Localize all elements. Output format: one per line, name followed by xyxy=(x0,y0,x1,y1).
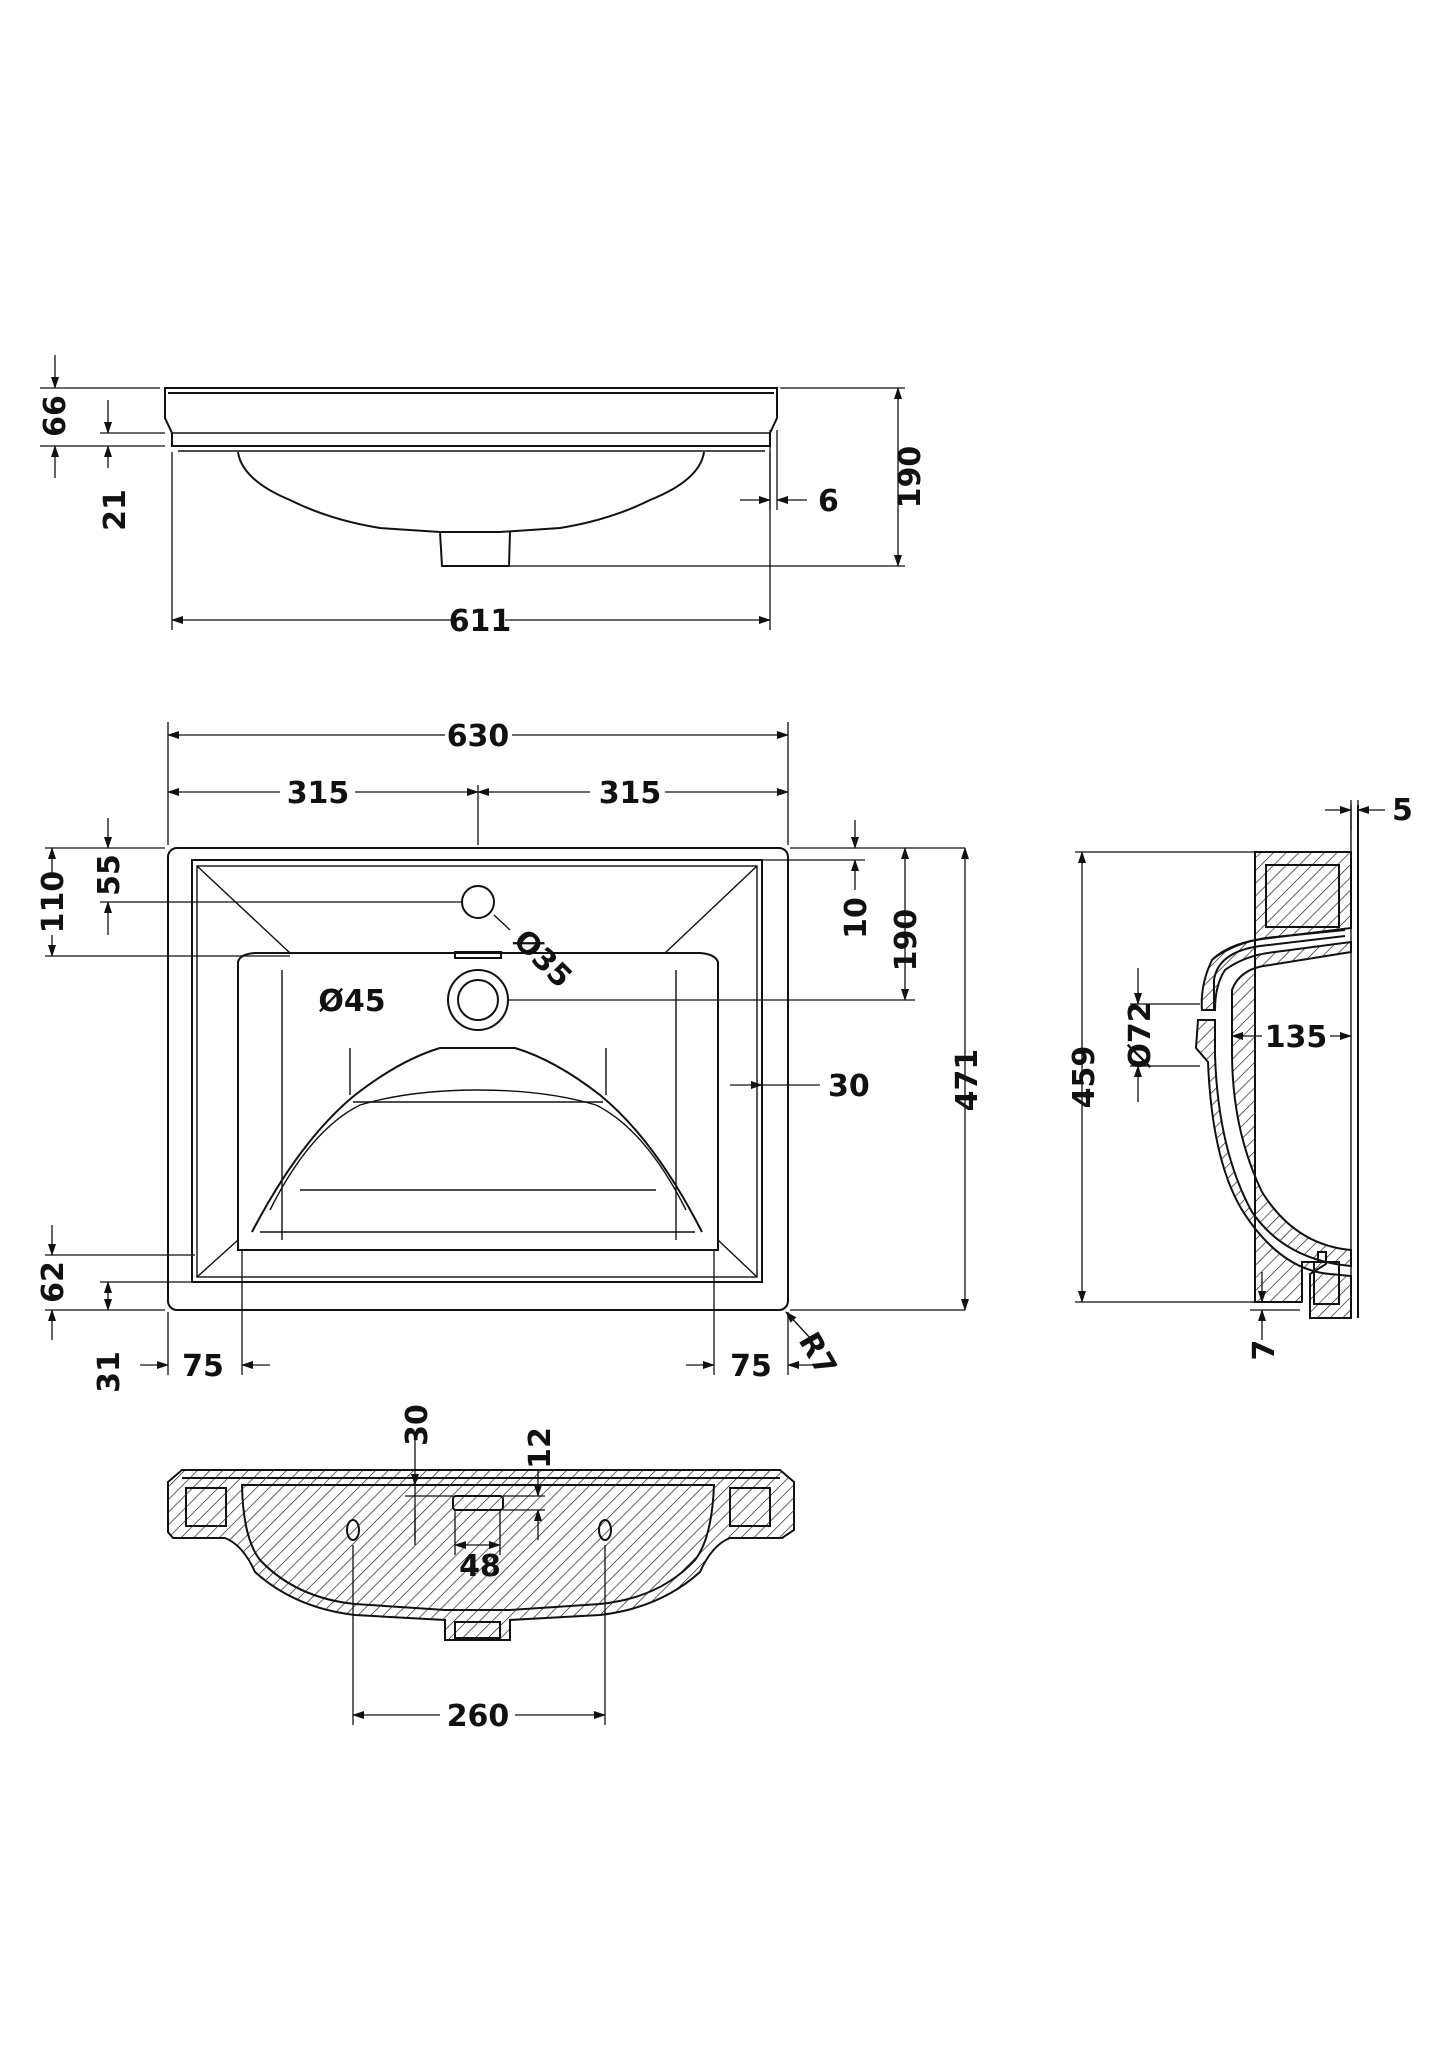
dim-630-label: 630 xyxy=(447,719,510,754)
dim-10-label: 10 xyxy=(839,897,874,939)
dim-459-label: 459 xyxy=(1067,1046,1102,1109)
dim-30-label: 30 xyxy=(828,1069,870,1104)
front-dimension-lines xyxy=(40,355,905,630)
dim-12-label: 12 xyxy=(523,1427,558,1469)
dim-62-label: 62 xyxy=(36,1261,71,1303)
side-dimension-lines xyxy=(1075,800,1385,1340)
dim-315-right-label: 315 xyxy=(599,776,662,811)
cross-section-dimension-lines xyxy=(352,1440,606,1725)
dim-48-label: 48 xyxy=(459,1549,501,1584)
dim-dia35-label: Ø35 xyxy=(506,923,578,995)
dim-135-label: 135 xyxy=(1265,1020,1328,1055)
dim-75-left-label: 75 xyxy=(182,1349,224,1384)
dim-dia72-label: Ø72 xyxy=(1123,1001,1158,1068)
side-section-outline xyxy=(1194,805,1359,1319)
front-elevation-view: 66 21 190 6 611 xyxy=(38,355,928,639)
dim-6-label: 6 xyxy=(818,484,839,519)
dim-31-label: 31 xyxy=(92,1351,127,1393)
front-basin-outline xyxy=(164,387,778,567)
dim-66-label: 66 xyxy=(38,395,73,437)
cross-section-outline xyxy=(167,1469,795,1641)
dim-75-right-label: 75 xyxy=(730,1349,772,1384)
dim-471-label: 471 xyxy=(950,1049,985,1112)
dim-190-label: 190 xyxy=(893,446,928,509)
dim-110-label: 110 xyxy=(36,871,71,934)
dim-30-section-label: 30 xyxy=(400,1404,435,1446)
top-dimension-lines xyxy=(45,722,969,1375)
dim-611-label: 611 xyxy=(449,604,512,639)
dim-315-left-label: 315 xyxy=(287,776,350,811)
dim-dia45-label: Ø45 xyxy=(318,984,385,1019)
dim-5-label: 5 xyxy=(1392,793,1413,828)
dim-21-label: 21 xyxy=(98,489,133,531)
radius-r7-label: R7 xyxy=(791,1327,843,1383)
top-plan-view: 630 315 315 55 110 10 190 Ø35 Ø45 30 471… xyxy=(36,719,985,1393)
dim-55-label: 55 xyxy=(92,854,127,896)
dim-260-label: 260 xyxy=(447,1699,510,1734)
dim-190-top-label: 190 xyxy=(889,909,924,972)
cross-section-view: 30 12 48 260 xyxy=(167,1404,795,1734)
side-section-view: 5 459 Ø72 135 7 xyxy=(1067,793,1413,1360)
top-basin-outline xyxy=(167,847,789,1311)
dim-7-label: 7 xyxy=(1247,1340,1282,1361)
